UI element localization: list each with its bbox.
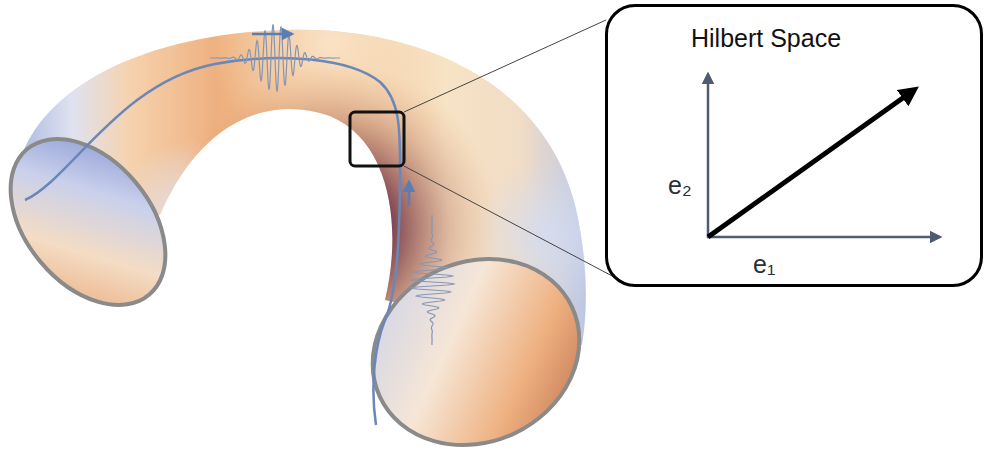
inset-panel: Hilbert Space e₂ e₁	[605, 4, 983, 287]
trajectory-curve	[25, 58, 400, 425]
wave-packet	[210, 24, 340, 91]
axis-arrow	[707, 74, 710, 238]
torus-opening	[342, 226, 610, 453]
axis-arrow	[707, 236, 940, 239]
direction-arrow	[408, 182, 411, 206]
axis-label: e₂	[668, 171, 692, 200]
torus-opening	[0, 109, 197, 334]
state-vector	[708, 90, 914, 237]
zoom-square	[350, 112, 404, 166]
inset-ground	[606, 5, 982, 284]
direction-arrow	[252, 33, 292, 36]
axis-label: e₁	[753, 250, 775, 279]
wave-packet	[410, 215, 454, 345]
zoom-leader-line	[404, 166, 616, 278]
zoom-leader-line	[404, 20, 606, 112]
panel-title: Hilbert Space	[691, 24, 841, 53]
